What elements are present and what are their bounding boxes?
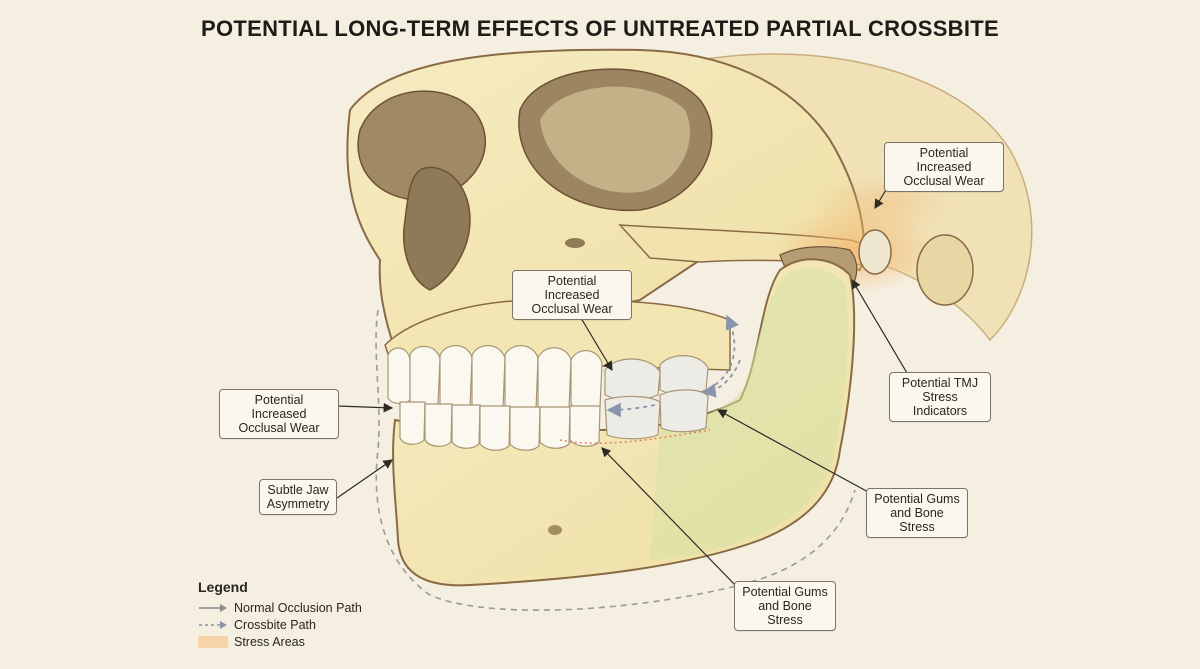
- callout-asymmetry: Subtle Jaw Asymmetry: [259, 479, 337, 515]
- legend-item-stress: Stress Areas: [198, 633, 362, 650]
- jaw-asymmetry-outline: [375, 309, 856, 611]
- leader-gums-right: [716, 409, 871, 494]
- legend-item-stress-label: Stress Areas: [234, 634, 305, 649]
- solid-arrow-icon: [199, 603, 227, 612]
- leader-asymmetry: [336, 459, 393, 499]
- leader-tmj: [851, 278, 911, 379]
- callout-gums-bottom-text: Potential Gums and Bone Stress: [742, 585, 828, 627]
- callout-asymmetry-text: Subtle Jaw Asymmetry: [266, 483, 330, 511]
- condyle: [858, 229, 892, 275]
- legend-item-crossbite-label: Crossbite Path: [234, 617, 316, 632]
- orbit-shadow: [540, 86, 690, 193]
- callout-tmj-text: Potential TMJ Stress Indicators: [901, 376, 979, 418]
- leader-gums-bottom: [601, 447, 739, 589]
- legend-item-crossbite: Crossbite Path: [198, 616, 362, 633]
- crossbite-arrow-in: [701, 359, 741, 398]
- mastoid-process: [916, 234, 974, 306]
- nasal-cavity: [403, 166, 471, 291]
- callout-wear-center: Potential Increased Occlusal Wear: [512, 270, 632, 320]
- leader-wear-left: [336, 402, 394, 413]
- callout-tmj: Potential TMJ Stress Indicators: [889, 372, 991, 422]
- right-orbit: [357, 90, 487, 201]
- legend-item-normal-label: Normal Occlusion Path: [234, 600, 362, 615]
- callout-wear-left-text: Potential Increased Occlusal Wear: [238, 393, 320, 435]
- callout-gums-right-text: Potential Gums and Bone Stress: [874, 492, 960, 534]
- crossbite-arrow-left: [606, 402, 656, 418]
- legend-title: Legend: [198, 579, 248, 595]
- infraorbital-foramen: [565, 238, 585, 248]
- diagram-title: POTENTIAL LONG-TERM EFFECTS OF UNTREATED…: [201, 16, 999, 41]
- callout-gums-bottom: Potential Gums and Bone Stress: [734, 581, 836, 631]
- callout-wear-center-text: Potential Increased Occlusal Wear: [531, 274, 613, 316]
- callout-wear-right: Potential Increased Occlusal Wear: [884, 142, 1004, 192]
- mandible-green-tint: [650, 267, 848, 560]
- stress-swatch: [198, 635, 228, 648]
- legend: Legend Normal Occlusion Path Crossbite P…: [198, 579, 362, 650]
- gum-stress-line: [559, 429, 711, 444]
- callout-gums-right: Potential Gums and Bone Stress: [866, 488, 968, 538]
- crossbite-arrow-up: [714, 314, 739, 386]
- legend-item-normal: Normal Occlusion Path: [198, 599, 362, 616]
- dashed-arrow-icon: [199, 620, 227, 629]
- mental-foramen: [548, 525, 562, 535]
- callout-wear-left: Potential Increased Occlusal Wear: [219, 389, 339, 439]
- callout-wear-right-text: Potential Increased Occlusal Wear: [903, 146, 985, 188]
